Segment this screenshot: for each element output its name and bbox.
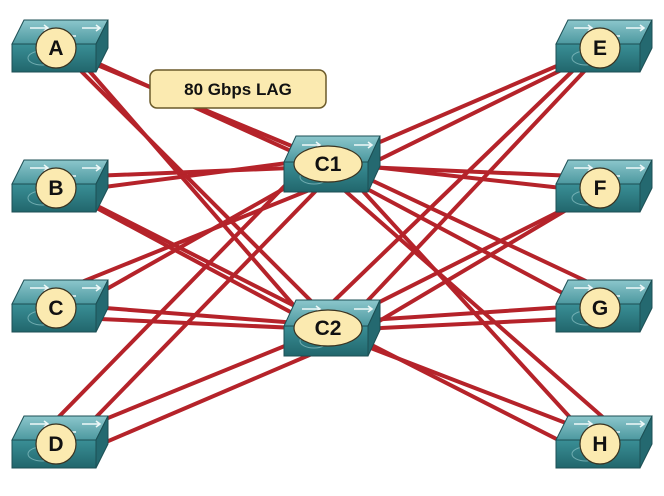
switch-side-face bbox=[95, 415, 109, 469]
switch-side-face bbox=[639, 159, 653, 213]
link-h-c2 bbox=[352, 334, 588, 456]
switch-label: F bbox=[594, 177, 607, 200]
links-layer bbox=[40, 36, 624, 456]
switch-label-badge bbox=[579, 287, 621, 329]
lag-callout-text: 80 Gbps LAG bbox=[184, 80, 292, 99]
link-c-c1 bbox=[40, 170, 356, 300]
switch-label: C2 bbox=[315, 317, 342, 340]
switch-label-badge bbox=[35, 27, 77, 69]
switch-label-badge bbox=[35, 287, 77, 329]
lag-callout-box bbox=[149, 69, 327, 109]
switch-g[interactable]: G bbox=[555, 279, 653, 333]
switch-e[interactable]: E bbox=[555, 19, 653, 73]
link-d-c1 bbox=[40, 158, 312, 436]
switch-side-face bbox=[639, 279, 653, 333]
switch-side-face bbox=[639, 19, 653, 73]
switch-label: E bbox=[593, 37, 607, 60]
switch-side-face bbox=[95, 159, 109, 213]
switch-side-face bbox=[367, 299, 381, 357]
link-g-c1 bbox=[352, 170, 624, 300]
switch-label-badge bbox=[579, 167, 621, 209]
switch-label-badge bbox=[293, 309, 363, 347]
switch-side-face bbox=[639, 415, 653, 469]
switch-label: H bbox=[592, 433, 607, 456]
switch-label: A bbox=[48, 37, 63, 60]
link-g-c1 bbox=[322, 164, 600, 314]
switch-c1[interactable]: C1 bbox=[283, 135, 381, 193]
link-e-c2 bbox=[308, 56, 588, 326]
switch-label-badge bbox=[35, 167, 77, 209]
switch-b[interactable]: B bbox=[11, 159, 109, 213]
link-e-c2 bbox=[338, 42, 612, 332]
switch-f[interactable]: F bbox=[555, 159, 653, 213]
switch-label: G bbox=[592, 297, 608, 320]
switch-label-badge bbox=[579, 27, 621, 69]
link-h-c1 bbox=[338, 164, 600, 450]
switch-c[interactable]: C bbox=[11, 279, 109, 333]
switch-h[interactable]: H bbox=[555, 415, 653, 469]
switch-c2[interactable]: C2 bbox=[283, 299, 381, 357]
switch-side-face bbox=[367, 135, 381, 193]
link-a-c2 bbox=[76, 56, 312, 326]
link-a-c2 bbox=[52, 42, 342, 332]
switch-label-badge bbox=[579, 423, 621, 465]
link-b-c2 bbox=[76, 196, 326, 332]
switch-side-face bbox=[95, 279, 109, 333]
switch-label: B bbox=[48, 177, 63, 200]
link-h-c1 bbox=[308, 158, 624, 436]
switch-label-badge bbox=[293, 145, 363, 183]
switch-d[interactable]: D bbox=[11, 415, 109, 469]
switch-label: D bbox=[48, 433, 63, 456]
switch-label: C1 bbox=[315, 153, 342, 176]
switch-label-badge bbox=[35, 423, 77, 465]
switch-label: C bbox=[48, 297, 63, 320]
link-d-c1 bbox=[64, 164, 342, 450]
link-g-c2 bbox=[338, 316, 588, 332]
callout-layer: 80 Gbps LAG bbox=[149, 69, 327, 109]
switch-a[interactable]: A bbox=[11, 19, 109, 73]
switch-side-face bbox=[95, 19, 109, 73]
